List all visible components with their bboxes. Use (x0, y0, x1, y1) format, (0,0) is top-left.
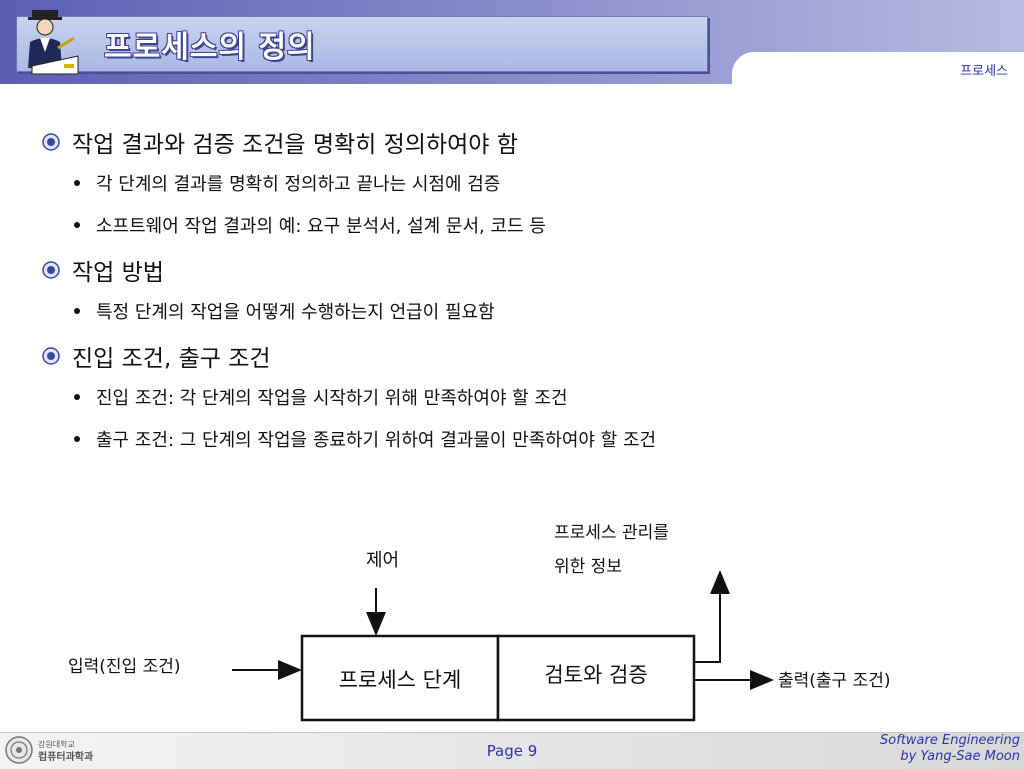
input-label: 입력(진입 조건) (68, 657, 181, 677)
logo-text-line2: 컴퓨터과학과 (38, 750, 94, 763)
output-label: 출력(출구 조건) (778, 671, 891, 691)
info-label-line2: 위한 정보 (554, 557, 622, 577)
sub-item: 소프트웨어 작업 결과의 예: 요구 분석서, 설계 문서, 코드 등 (42, 204, 1002, 246)
stage-box (300, 634, 500, 722)
writer-figure-icon (28, 10, 79, 75)
emblem-bullet-icon (42, 261, 60, 279)
dot-bullet-icon (74, 308, 80, 314)
page-title: 프로세스의 정의 (104, 30, 316, 65)
page-number: Page 9 (486, 742, 538, 760)
dot-bullet-icon (74, 222, 80, 228)
dot-bullet-icon (74, 180, 80, 186)
control-label: 제어 (366, 550, 399, 571)
section-label: 프로세스 (960, 64, 1008, 79)
sub-item: 각 단계의 결과를 명확히 정의하고 끝나는 시점에 검증 (42, 162, 1002, 204)
list-item-text: 작업 방법 (72, 260, 164, 286)
content-list: 작업 결과와 검증 조건을 명확히 정의하여야 함 각 단계의 결과를 명확히 … (42, 118, 1002, 460)
sub-item: 특정 단계의 작업을 어떻게 수행하는지 언급이 필요함 (42, 290, 1002, 332)
sub-item-text: 특정 단계의 작업을 어떻게 수행하는지 언급이 필요함 (96, 302, 495, 323)
title-box (16, 16, 708, 72)
sub-item: 진입 조건: 각 단계의 작업을 시작하기 위해 만족하여야 할 조건 (42, 376, 1002, 418)
header-notch (732, 52, 1024, 92)
list-item: 작업 방법 (42, 250, 1002, 290)
info-arrow (694, 570, 730, 663)
sub-item: 출구 조건: 그 단계의 작업을 종료하기 위하여 결과물이 만족하여야 할 조… (42, 418, 1002, 460)
credit-line1: Software Engineering (880, 733, 1020, 748)
dot-bullet-icon (74, 436, 80, 442)
list-item-text: 작업 결과와 검증 조건을 명확히 정의하여야 함 (72, 132, 518, 158)
dot-bullet-icon (74, 394, 80, 400)
review-label: 검토와 검증 (544, 663, 647, 687)
stage-label: 프로세스 단계 (339, 668, 462, 692)
logo-text-line1: 강원대학교 (38, 739, 75, 749)
credit-line2: by Yang-Sae Moon (900, 749, 1020, 764)
sub-item-text: 진입 조건: 각 단계의 작업을 시작하기 위해 만족하여야 할 조건 (96, 388, 568, 409)
sub-item-text: 소프트웨어 작업 결과의 예: 요구 분석서, 설계 문서, 코드 등 (96, 216, 546, 237)
university-logo: 강원대학교 컴퓨터과학과 (5, 736, 94, 764)
emblem-bullet-icon (42, 133, 60, 151)
footer-credit: Software Engineering by Yang-Sae Moon (880, 733, 1020, 765)
info-label-line1: 프로세스 관리를 (554, 523, 669, 543)
emblem-bullet-icon (42, 347, 60, 365)
review-box (496, 634, 696, 722)
list-item: 진입 조건, 출구 조건 (42, 336, 1002, 376)
process-diagram: 프로세스 단계 검토와 검증 입력(진입 조건) 제어 프로세스 관리를 위한 … (68, 523, 891, 722)
list-item: 작업 결과와 검증 조건을 명확히 정의하여야 함 (42, 122, 1002, 162)
sub-item-text: 출구 조건: 그 단계의 작업을 종료하기 위하여 결과물이 만족하여야 할 조… (96, 430, 657, 451)
sub-item-text: 각 단계의 결과를 명확히 정의하고 끝나는 시점에 검증 (96, 174, 501, 195)
footer-bar (0, 732, 1024, 769)
list-item-text: 진입 조건, 출구 조건 (72, 346, 271, 372)
